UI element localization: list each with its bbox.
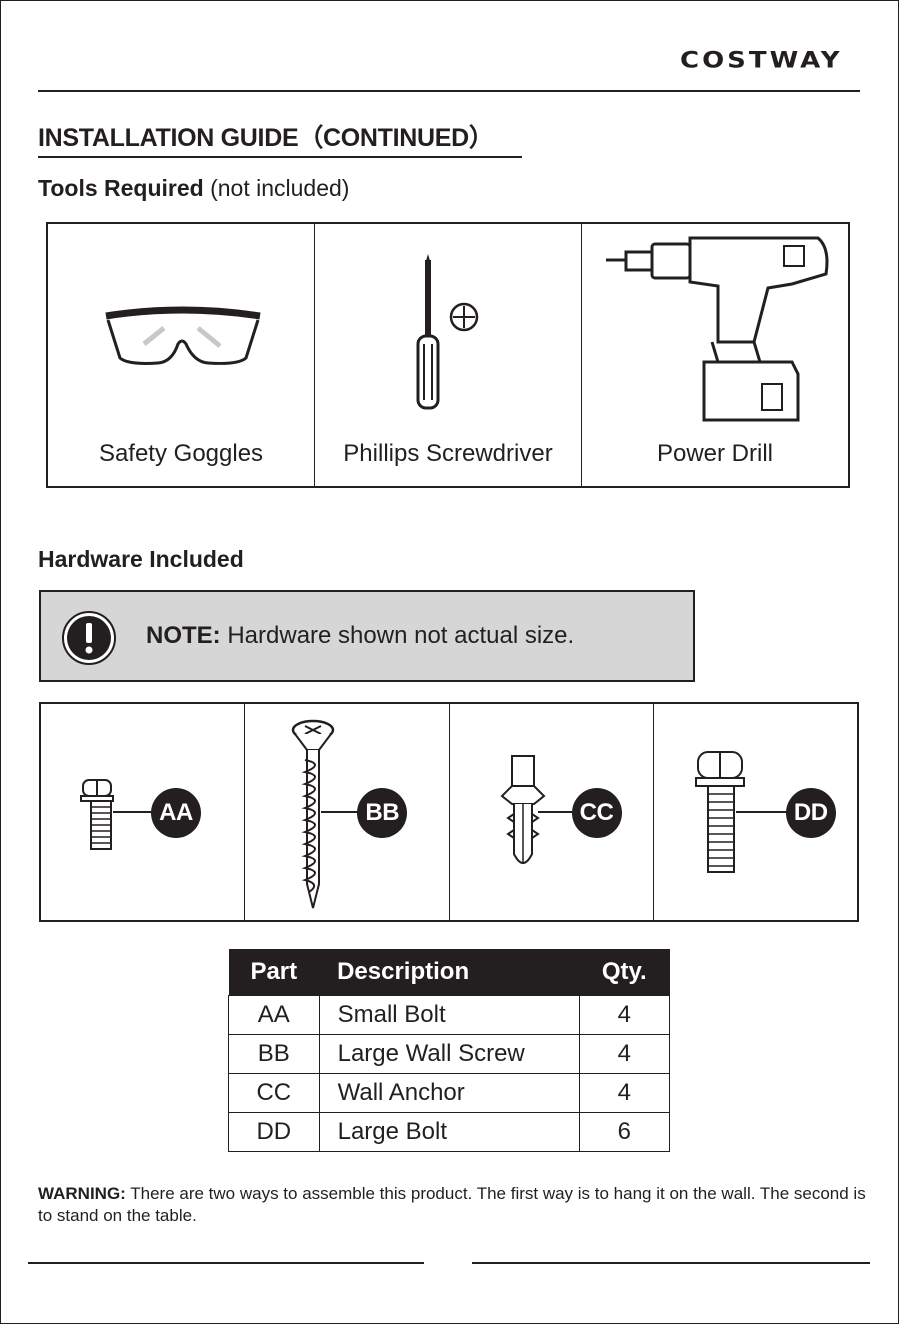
small-bolt-icon bbox=[80, 779, 153, 850]
header-rule bbox=[38, 90, 860, 92]
large-bolt-icon bbox=[694, 751, 788, 873]
note-label: NOTE: bbox=[146, 622, 221, 649]
cell-description: Large Bolt bbox=[318, 1112, 580, 1152]
footer-rule-right bbox=[472, 1262, 870, 1264]
cell-part: BB bbox=[228, 1034, 320, 1074]
tools-heading: Tools Required (not included) bbox=[38, 175, 349, 202]
hardware-grid: AA BB CC DD bbox=[39, 702, 859, 922]
cell-qty: 4 bbox=[578, 995, 671, 1035]
cell-qty: 4 bbox=[578, 1034, 671, 1074]
header-part: Part bbox=[228, 949, 320, 996]
wall-screw-icon bbox=[292, 719, 360, 909]
hardware-cell-cc: CC bbox=[450, 704, 654, 920]
cell-part: DD bbox=[228, 1112, 320, 1152]
exclamation-icon bbox=[62, 611, 116, 665]
table-row: BB Large Wall Screw 4 bbox=[228, 1034, 671, 1074]
part-badge-aa: AA bbox=[151, 788, 201, 838]
note-text: NOTE: Hardware shown not actual size. bbox=[146, 622, 574, 650]
table-header-row: Part Description Qty. bbox=[228, 949, 670, 996]
parts-table: Part Description Qty. AA Small Bolt 4 BB… bbox=[228, 949, 671, 1152]
hardware-cell-dd: DD bbox=[654, 704, 857, 920]
note-message: Hardware shown not actual size. bbox=[220, 622, 575, 649]
power-drill-icon bbox=[606, 236, 829, 422]
cell-description: Small Bolt bbox=[318, 995, 580, 1035]
wall-anchor-icon bbox=[500, 755, 576, 864]
cell-description: Large Wall Screw bbox=[318, 1034, 580, 1074]
safety-goggles-icon bbox=[105, 306, 261, 365]
hardware-cell-aa: AA bbox=[41, 704, 246, 920]
cell-part: CC bbox=[228, 1073, 320, 1113]
tool-cell-screwdriver: Phillips Screwdriver bbox=[315, 224, 582, 486]
hardware-cell-bb: BB bbox=[245, 704, 450, 920]
tool-label: Safety Goggles bbox=[98, 440, 264, 467]
table-row: DD Large Bolt 6 bbox=[228, 1112, 671, 1152]
tool-cell-drill: Power Drill bbox=[582, 224, 848, 486]
page-title: INSTALLATION GUIDE（CONTINUED） bbox=[38, 124, 494, 152]
cell-description: Wall Anchor bbox=[318, 1073, 580, 1113]
table-row: AA Small Bolt 4 bbox=[228, 995, 671, 1035]
tool-label: Phillips Screwdriver bbox=[343, 440, 553, 467]
cell-part: AA bbox=[228, 995, 320, 1035]
warning-message: There are two ways to assemble this prod… bbox=[38, 1184, 866, 1225]
footer-rule-left bbox=[28, 1262, 424, 1264]
brand-logo: COSTWAY bbox=[680, 48, 843, 74]
tool-cell-goggles: Safety Goggles bbox=[48, 224, 315, 486]
tools-heading-rest: (not included) bbox=[203, 175, 350, 201]
header-qty: Qty. bbox=[579, 949, 670, 996]
title-underline bbox=[38, 156, 522, 158]
phillips-screwdriver-icon bbox=[416, 254, 479, 410]
part-badge-dd: DD bbox=[785, 788, 836, 838]
tools-heading-bold: Tools Required bbox=[38, 175, 204, 201]
cell-qty: 6 bbox=[578, 1112, 671, 1152]
warning-label: WARNING: bbox=[38, 1184, 126, 1203]
header-description: Description bbox=[319, 949, 580, 996]
note-box: NOTE: Hardware shown not actual size. bbox=[39, 590, 695, 682]
hardware-heading: Hardware Included bbox=[38, 546, 244, 572]
part-badge-cc: CC bbox=[571, 788, 622, 838]
tools-grid: Safety Goggles Phillips Screwdriver Powe… bbox=[46, 222, 850, 488]
cell-qty: 4 bbox=[578, 1073, 671, 1113]
warning-text: WARNING: There are two ways to assemble … bbox=[38, 1183, 878, 1227]
part-badge-bb: BB bbox=[357, 788, 408, 838]
tool-label: Power Drill bbox=[656, 440, 773, 467]
table-row: CC Wall Anchor 4 bbox=[228, 1073, 671, 1113]
